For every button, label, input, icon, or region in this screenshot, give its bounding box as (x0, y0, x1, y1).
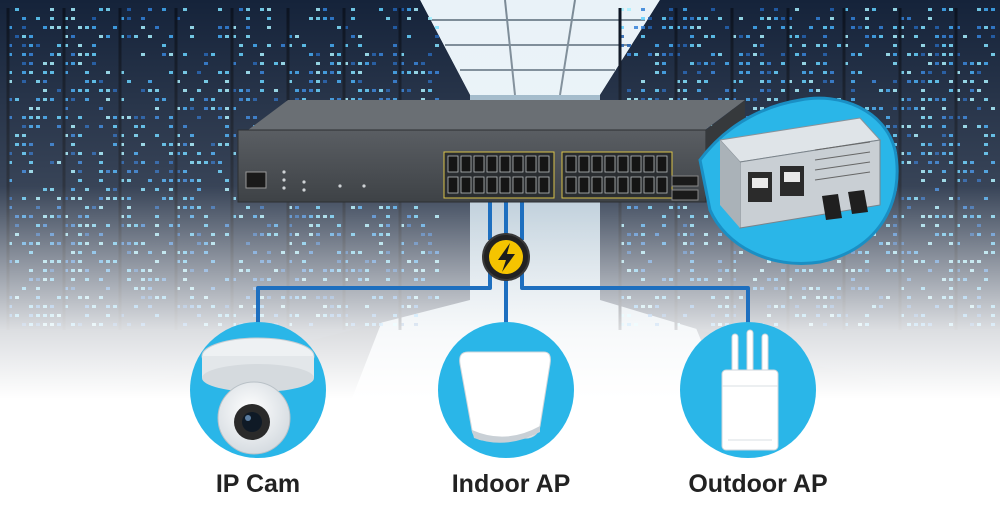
redundant-power-supply-icon (719, 117, 881, 229)
ethernet-port (486, 176, 498, 194)
ethernet-port (538, 155, 550, 173)
ethernet-port (604, 155, 616, 173)
ethernet-port (512, 155, 524, 173)
port-block (561, 151, 673, 199)
outdoor-ap-node (680, 322, 816, 458)
ip-cam-label: IP Cam (215, 470, 301, 498)
ethernet-port (565, 176, 577, 194)
ethernet-port (604, 176, 616, 194)
ethernet-port (617, 176, 629, 194)
ethernet-port (538, 176, 550, 194)
status-leds (282, 170, 366, 192)
power-supply-callout (698, 96, 899, 265)
port-block (443, 151, 555, 199)
ethernet-port (656, 176, 668, 194)
ethernet-port (591, 176, 603, 194)
ethernet-port (643, 176, 655, 194)
ethernet-port (525, 155, 537, 173)
indoor-access-point-icon (459, 351, 551, 443)
ethernet-port (643, 155, 655, 173)
ethernet-port (460, 176, 472, 194)
ethernet-port (486, 155, 498, 173)
outdoor-access-point-icon (721, 329, 779, 451)
indoor-ap-label: Indoor AP (451, 470, 571, 498)
poe-badge (482, 233, 530, 281)
ethernet-port (525, 176, 537, 194)
ethernet-port (656, 155, 668, 173)
console-port (245, 171, 267, 189)
ethernet-port (460, 155, 472, 173)
ethernet-port (578, 155, 590, 173)
indoor-ap-node (438, 322, 574, 458)
ethernet-port (499, 176, 511, 194)
ethernet-port (473, 155, 485, 173)
poe-switch (237, 100, 745, 203)
ethernet-port (447, 155, 459, 173)
ethernet-port (512, 176, 524, 194)
ethernet-port (578, 176, 590, 194)
ethernet-port (617, 155, 629, 173)
sfp-ports (671, 175, 699, 201)
ethernet-port (447, 176, 459, 194)
ethernet-port (630, 155, 642, 173)
lightning-bolt-icon (498, 243, 515, 272)
ethernet-port (499, 155, 511, 173)
ip-cam-node (190, 322, 326, 458)
ethernet-port (473, 176, 485, 194)
ethernet-port (591, 155, 603, 173)
ethernet-port (630, 176, 642, 194)
cable-to-ip-cam (256, 270, 492, 330)
ethernet-ports (443, 151, 673, 199)
ip-camera-icon (201, 337, 315, 455)
poe-cables (256, 196, 750, 330)
cable-to-outdoor-ap (520, 270, 750, 330)
outdoor-ap-label: Outdoor AP (688, 470, 828, 498)
ethernet-port (565, 155, 577, 173)
